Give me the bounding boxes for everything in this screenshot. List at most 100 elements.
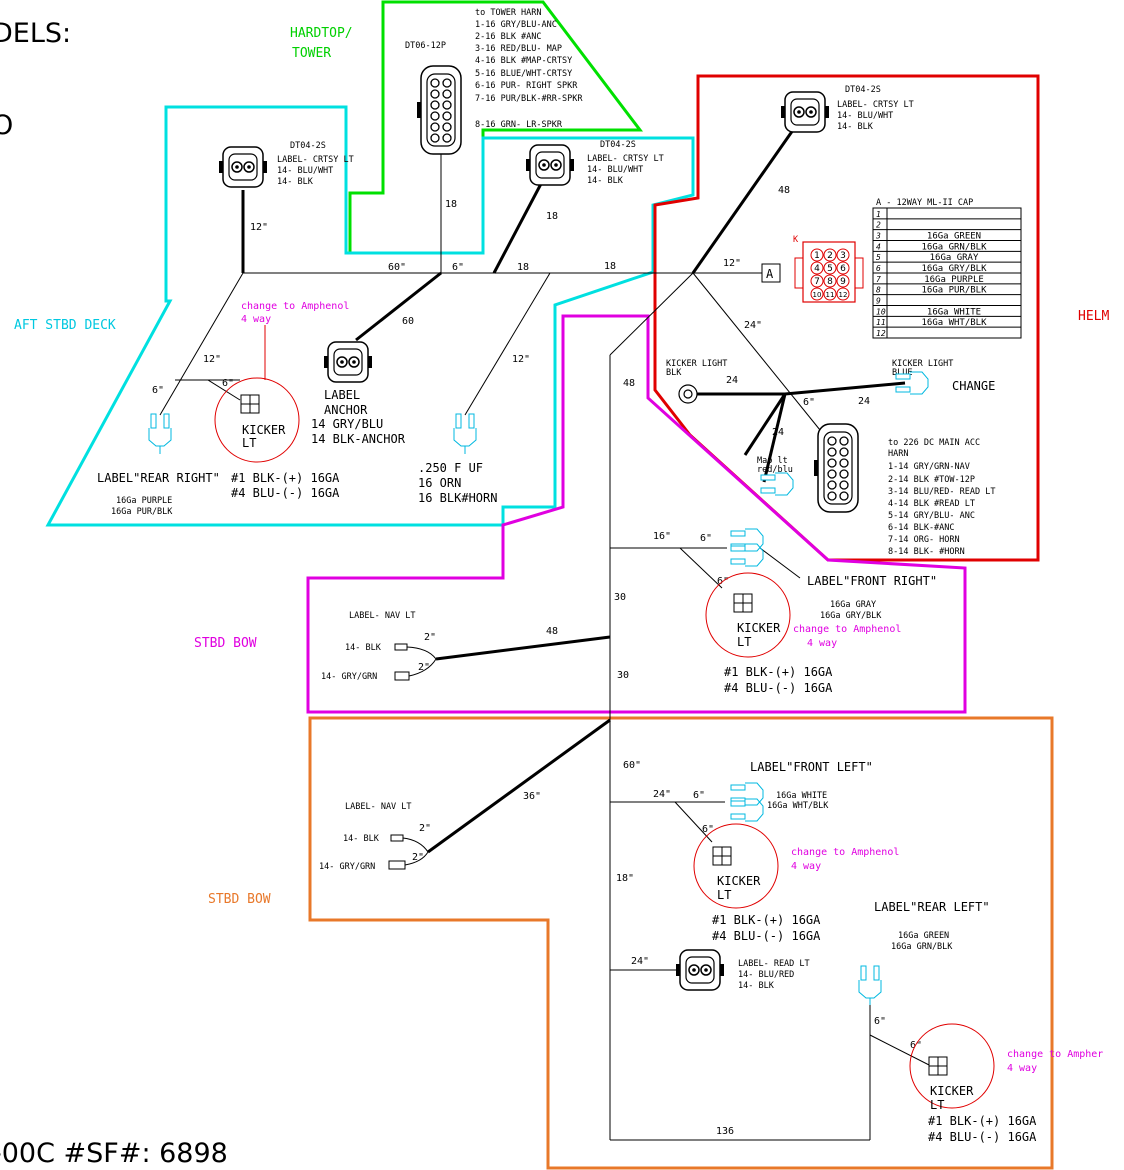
partial-letter: O [0, 110, 13, 141]
courtesy-light-3[interactable]: DT04-2S LABEL- CRTSY LT 14- BLU/WHT 14- … [778, 85, 914, 196]
cap-row-number: 7 [876, 275, 881, 284]
ml-pin-10 [810, 287, 824, 301]
ml-pin-11 [823, 287, 837, 301]
ml-pin-label: 5 [827, 264, 833, 274]
svg-text:16Ga GRN/BLK: 16Ga GRN/BLK [891, 942, 953, 952]
svg-text:24": 24" [631, 956, 649, 967]
svg-text:#4 BLU-(-) 16GA: #4 BLU-(-) 16GA [928, 1130, 1037, 1144]
zone-label-hardtop: HARDTOP/ [290, 26, 353, 41]
svg-text:.250 F UF: .250 F UF [418, 461, 483, 475]
svg-text:16Ga PUR/BLK: 16Ga PUR/BLK [111, 507, 173, 517]
svg-text:48: 48 [778, 185, 790, 196]
svg-text:60": 60" [388, 262, 406, 273]
main-acc-connector[interactable]: to 226 DC MAIN ACC HARN 1-14 GRY/GRN-NAV… [813, 423, 995, 557]
svg-text:LABEL- READ LT: LABEL- READ LT [738, 959, 810, 969]
svg-text:LABEL"REAR RIGHT": LABEL"REAR RIGHT" [97, 471, 220, 485]
svg-text:change to Amphenol: change to Amphenol [793, 624, 901, 635]
nav-light-1[interactable]: LABEL- NAV LT 14- BLK 14- GRY/GRN 2" 2" … [321, 611, 611, 682]
tower-connector[interactable]: DT06-12P to TOWER HARN 1-16 GRY/BLU-ANC … [405, 8, 583, 210]
ml-pin-label: 10 [813, 291, 822, 299]
nav-light-2[interactable]: LABEL- NAV LT 14- BLK 14- GRY/GRN 2" 2" … [319, 718, 611, 872]
svg-text:4-14 BLK #READ LT: 4-14 BLK #READ LT [888, 499, 975, 509]
rear-left-group[interactable]: LABEL"REAR LEFT" 16Ga GREEN 16Ga GRN/BLK… [610, 900, 1103, 1144]
svg-text:#1 BLK-(+) 16GA: #1 BLK-(+) 16GA [724, 665, 833, 679]
tower-harness-list: to TOWER HARN 1-16 GRY/BLU-ANC 2-16 BLK … [475, 8, 583, 130]
svg-text:4 way: 4 way [791, 861, 821, 872]
ml-pin-4 [810, 261, 824, 275]
helm-kicker-branch[interactable]: 24" KICKER LIGHT BLK KICKER LIGHT BLUE C… [666, 320, 995, 496]
zone-label-stbd-bow-2: STBD BOW [208, 892, 271, 907]
svg-text:DT04-2S: DT04-2S [290, 141, 326, 151]
svg-text:1-16 GRY/BLU-ANC: 1-16 GRY/BLU-ANC [475, 20, 557, 30]
vertical-trunk-labels: 48 30 30 [614, 378, 635, 681]
cap-row-value: 16Ga GRAY [930, 253, 979, 263]
svg-text:16 BLK#HORN: 16 BLK#HORN [418, 491, 497, 505]
svg-text:136: 136 [716, 1126, 734, 1137]
svg-text:6": 6" [222, 378, 234, 389]
svg-text:8-16 GRN- LR-SPKR: 8-16 GRN- LR-SPKR [475, 120, 563, 130]
zone-label-helm: HELM [1078, 309, 1109, 324]
cap-row-number: 1 [876, 210, 881, 219]
svg-text:14 GRY/BLU: 14 GRY/BLU [311, 417, 383, 431]
cap-row-value: 16Ga GRY/BLK [921, 264, 987, 274]
svg-text:change to Amphenol: change to Amphenol [241, 301, 349, 312]
svg-text:12": 12" [250, 222, 268, 233]
svg-text:2": 2" [412, 852, 424, 863]
svg-text:LT: LT [930, 1098, 944, 1112]
read-light-group[interactable]: 24" LABEL- READ LT 14- BLU/RED 14- BLK [610, 949, 810, 991]
svg-text:6-16 PUR- RIGHT SPKR: 6-16 PUR- RIGHT SPKR [475, 81, 578, 91]
svg-text:16Ga WHITE: 16Ga WHITE [776, 791, 827, 801]
svg-text:KICKER: KICKER [930, 1084, 974, 1098]
svg-text:14- BLK: 14- BLK [343, 834, 380, 844]
svg-text:DT04-2S: DT04-2S [600, 140, 636, 150]
svg-text:5-14 GRY/BLU- ANC: 5-14 GRY/BLU- ANC [888, 511, 975, 521]
courtesy-light-1[interactable]: DT04-2S LABEL- CRTSY LT 14- BLU/WHT 14- … [218, 141, 354, 233]
rear-right-terminal [148, 413, 172, 455]
svg-text:14 BLK-ANCHOR: 14 BLK-ANCHOR [311, 432, 406, 446]
zone-stbd-bow-b-outline [308, 716, 1054, 1170]
svg-text:18: 18 [604, 261, 616, 272]
svg-text:#1 BLK-(+) 16GA: #1 BLK-(+) 16GA [712, 913, 821, 927]
front-right-group[interactable]: 16" 6" 6" LABEL"FRONT RIGHT" 16Ga GRAY 1… [610, 528, 937, 695]
svg-text:KICKER LIGHT: KICKER LIGHT [666, 359, 727, 369]
svg-text:#4 BLU-(-) 16GA: #4 BLU-(-) 16GA [724, 681, 833, 695]
svg-text:24: 24 [726, 375, 738, 386]
rear-left-terminal [858, 965, 882, 1007]
ml-pin-5 [823, 261, 837, 275]
svg-text:LABEL- CRTSY LT: LABEL- CRTSY LT [837, 100, 914, 110]
svg-text:6": 6" [910, 1040, 922, 1051]
front-left-group[interactable]: 60" LABEL"FRONT LEFT" 24" 6" 6" 16Ga WHI… [610, 760, 899, 943]
cap-row-number: 10 [876, 307, 886, 316]
svg-text:ANCHOR: ANCHOR [324, 403, 368, 417]
svg-text:7-14 ORG- HORN: 7-14 ORG- HORN [888, 535, 960, 545]
horn-group[interactable]: 12" .250 F UF 16 ORN 16 BLK#HORN [418, 354, 530, 505]
svg-text:12": 12" [723, 258, 741, 269]
anchor-connector[interactable]: 60 LABEL ANCHOR 14 GRY/BLU 14 BLK-ANCHOR [311, 316, 414, 446]
ml-pin-label: 7 [814, 277, 820, 287]
ml-pin-label: 3 [840, 251, 846, 261]
footer-code: -00C #SF#: 6898 [0, 1138, 228, 1169]
svg-text:#1 BLK-(+) 16GA: #1 BLK-(+) 16GA [231, 471, 340, 485]
svg-text:#4 BLU-(-) 16GA: #4 BLU-(-) 16GA [231, 486, 340, 500]
rear-right-group[interactable]: change to Amphenol 4 way 12" 6" 6" KICKE… [97, 301, 349, 517]
svg-text:24: 24 [858, 396, 870, 407]
cap-row-number: 11 [876, 318, 886, 327]
svg-text:14- GRY/GRN: 14- GRY/GRN [321, 672, 377, 682]
ml-pin-label: 2 [827, 251, 833, 261]
svg-text:2-14 BLK #TOW-12P: 2-14 BLK #TOW-12P [888, 475, 975, 485]
cap-row-number: 2 [876, 221, 881, 230]
svg-text:HARN: HARN [888, 449, 908, 459]
rear-right-kicker-circle [214, 377, 300, 463]
svg-text:2-16 BLK #ANC: 2-16 BLK #ANC [475, 32, 542, 42]
cap-row-value: 16Ga GRN/BLK [921, 242, 987, 252]
svg-text:6": 6" [452, 262, 464, 273]
svg-text:LABEL- CRTSY LT: LABEL- CRTSY LT [277, 155, 354, 165]
svg-text:KICKER: KICKER [242, 423, 286, 437]
svg-text:A - 12WAY ML-II CAP: A - 12WAY ML-II CAP [876, 198, 973, 208]
svg-text:14- BLU/RED: 14- BLU/RED [738, 970, 794, 980]
svg-text:7-16 PUR/BLK-#RR-SPKR: 7-16 PUR/BLK-#RR-SPKR [475, 94, 583, 104]
courtesy-light-2[interactable]: DT04-2S LABEL- CRTSY LT 14- BLU/WHT 14- … [525, 140, 664, 222]
cap-row-value: 16Ga WHT/BLK [921, 318, 987, 328]
svg-text:LABEL- NAV LT: LABEL- NAV LT [349, 611, 416, 621]
